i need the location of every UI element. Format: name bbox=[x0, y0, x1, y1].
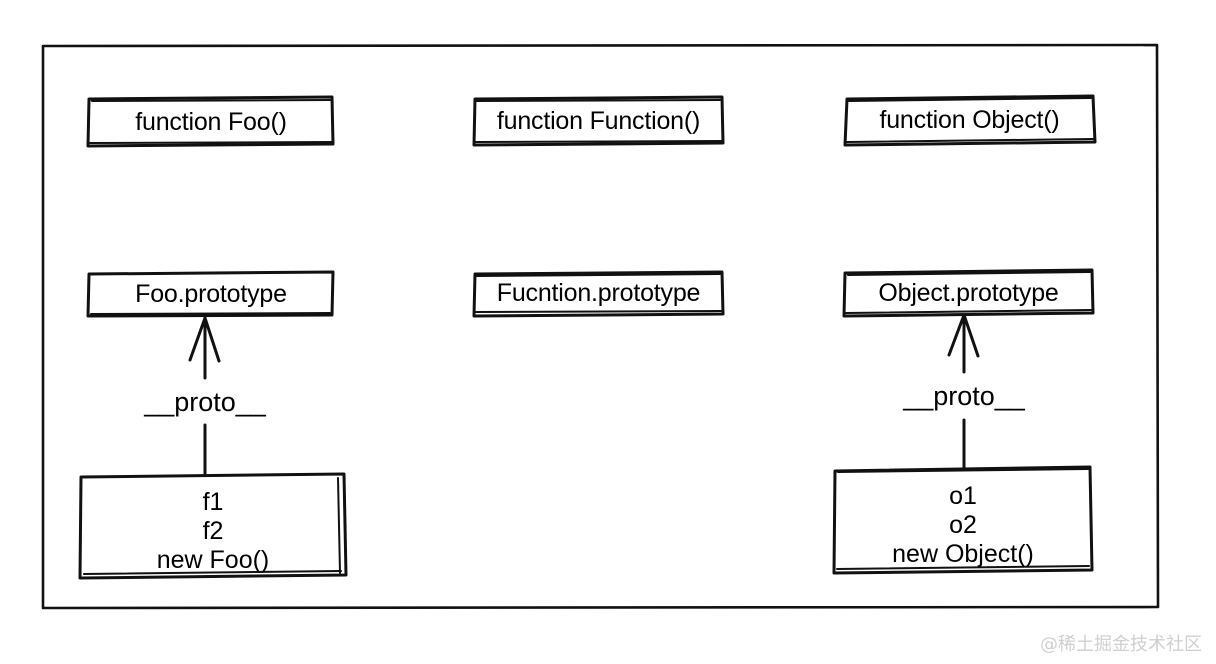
box-foo-instances-sketch-overlay bbox=[83, 477, 342, 575]
box-object-prototype-sketch-overlay bbox=[845, 271, 1092, 314]
box-foo-prototype-sketch-overlay bbox=[90, 312, 331, 315]
label-object-instance-2: o2 bbox=[949, 511, 977, 539]
box-function-object bbox=[843, 94, 1097, 147]
box-object-instances-sketch-overlay bbox=[836, 468, 1090, 570]
box-foo-prototype bbox=[86, 270, 335, 318]
proto-arrow-object bbox=[947, 313, 980, 475]
label-object-instance-3: new Object() bbox=[892, 540, 1034, 568]
label-foo-instance-1: f1 bbox=[202, 488, 224, 516]
outer-frame bbox=[41, 43, 1160, 610]
box-object-prototype bbox=[842, 268, 1095, 318]
box-object-instances bbox=[832, 465, 1094, 575]
label-function-function: function Function() bbox=[496, 107, 701, 135]
box-function-foo-sketch-overlay bbox=[89, 99, 332, 144]
label-proto-object: __proto__ bbox=[903, 381, 1025, 411]
proto-arrow-foo bbox=[188, 316, 221, 479]
box-foo-instances bbox=[78, 472, 348, 580]
box-function-function bbox=[472, 95, 725, 147]
label-object-prototype: Object.prototype bbox=[878, 279, 1059, 307]
label-object-instance-1: o1 bbox=[949, 482, 977, 510]
watermark: @稀土掘金技术社区 bbox=[1040, 634, 1202, 655]
box-function-object-sketch-overlay bbox=[846, 97, 1094, 143]
label-foo-instance-3: new Foo() bbox=[156, 546, 270, 574]
box-function-foo bbox=[86, 95, 335, 148]
label-foo-prototype: Foo.prototype bbox=[135, 280, 287, 308]
label-proto-foo: __proto__ bbox=[144, 387, 266, 417]
box-function-prototype-sketch-overlay bbox=[475, 273, 722, 313]
label-function-foo: function Foo() bbox=[135, 108, 287, 136]
label-foo-instance-2: f2 bbox=[202, 517, 224, 545]
box-function-prototype bbox=[472, 270, 725, 318]
label-function-object: function Object() bbox=[879, 106, 1060, 134]
box-function-function-sketch-overlay bbox=[475, 99, 722, 143]
label-function-prototype: Fucntion.prototype bbox=[496, 279, 701, 307]
